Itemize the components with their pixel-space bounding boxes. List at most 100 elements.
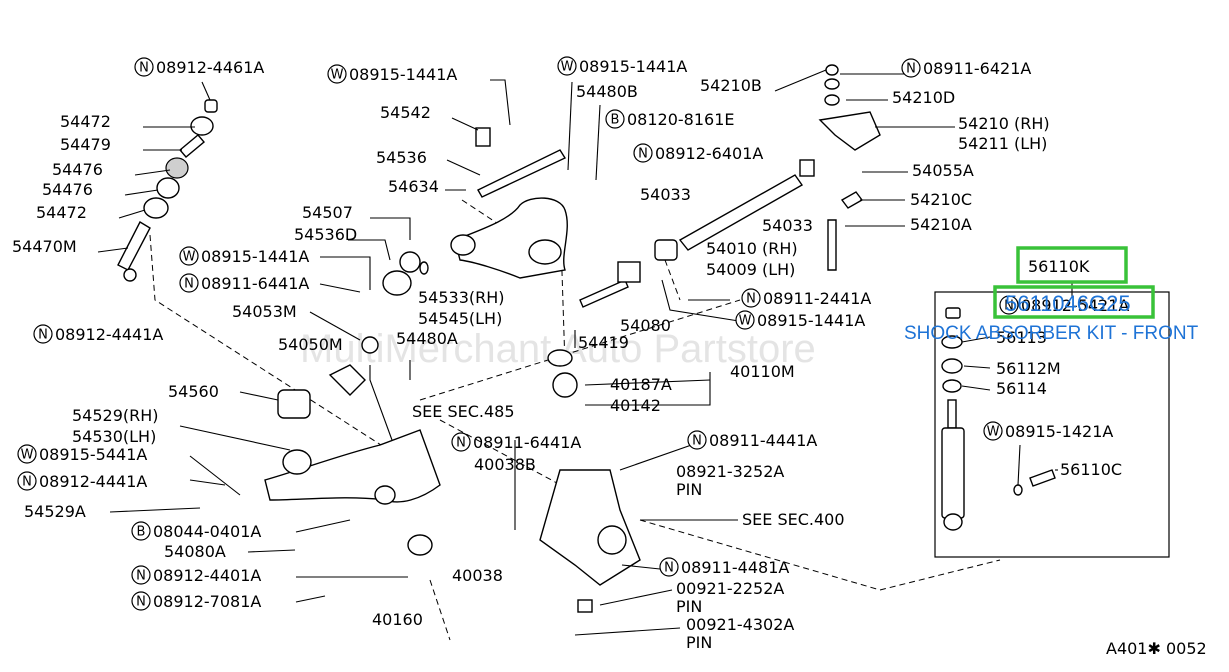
part-label[interactable]: 54542 (380, 103, 431, 122)
leader-lines (97, 69, 1073, 636)
part-label[interactable]: 54009 (LH) (706, 260, 795, 279)
part-label[interactable]: 54033 (762, 216, 813, 235)
part-label[interactable]: 54472 (36, 203, 87, 222)
part-label[interactable]: 54050M (278, 335, 343, 354)
part-label[interactable]: 54530(LH) (72, 427, 156, 446)
part-label[interactable]: 54033 (640, 185, 691, 204)
part-number-text: 08915-5441A (39, 445, 147, 464)
part-label[interactable]: 40142 (610, 396, 661, 415)
part-number-text: 54210C (910, 190, 972, 209)
part-label[interactable]: 54529(RH) (72, 406, 159, 425)
part-label[interactable]: SEE SEC.400 (742, 510, 845, 529)
part-label[interactable]: 54536 (376, 148, 427, 167)
part-number-text: 08911-4441A (709, 431, 817, 450)
prefix-letter: W (561, 60, 574, 75)
part-label[interactable]: 54560 (168, 382, 219, 401)
highlight-56110k[interactable]: 56110K (1016, 246, 1128, 284)
part-label[interactable]: 56114 (996, 379, 1047, 398)
part-label[interactable]: 54479 (60, 135, 111, 154)
part-label[interactable]: 54419 (578, 333, 629, 352)
part-label[interactable]: 00921-2252A (676, 579, 784, 598)
part-label[interactable]: 56113 (996, 328, 1047, 347)
prefix-circle (131, 521, 151, 541)
part-label[interactable]: 56112M (996, 359, 1061, 378)
part-number-text: 08912-4461A (156, 58, 264, 77)
prefix-circle (605, 109, 625, 129)
part-number-text: 54530(LH) (72, 427, 156, 446)
part-label[interactable]: 40187A (610, 375, 672, 394)
part-label[interactable]: 54529A (24, 502, 86, 521)
prefix-circle (179, 246, 199, 266)
part-number-text: 40142 (610, 396, 661, 415)
prefix-circle (33, 324, 53, 344)
prefix-letter: N (22, 475, 32, 490)
part-number-text: 40110M (730, 362, 795, 381)
part-number-text: 56110C (1060, 460, 1122, 479)
part-label[interactable]: 08921-3252A (676, 462, 784, 481)
prefix-circle (687, 430, 707, 450)
part-label[interactable]: 54211 (LH) (958, 134, 1047, 153)
part-label[interactable]: 40110M (730, 362, 795, 381)
prefix-letter: W (739, 314, 752, 329)
part-label[interactable]: 40038 (452, 566, 503, 585)
part-label[interactable]: 54210 (RH) (958, 114, 1050, 133)
part-label[interactable]: 54080A (164, 542, 226, 561)
part-number-text: PIN (676, 597, 702, 616)
part-label[interactable]: 54055A (912, 161, 974, 180)
part-label[interactable]: 54480B (576, 82, 638, 101)
overlay-part-number[interactable]: 5611046G25 (993, 285, 1155, 319)
part-number-text: 54033 (640, 185, 691, 204)
part-label[interactable]: 54634 (388, 177, 439, 196)
part-label[interactable]: 54470M (12, 237, 77, 256)
part-label[interactable]: 40038B (474, 455, 536, 474)
part-label[interactable]: 54545(LH) (418, 309, 502, 328)
part-label[interactable]: 54210D (892, 88, 955, 107)
part-label[interactable]: 54080 (620, 316, 671, 335)
part-label[interactable]: 54210A (910, 215, 972, 234)
part-label[interactable]: 54507 (302, 203, 353, 222)
part-label[interactable]: 54476 (42, 180, 93, 199)
part-label[interactable]: SEE SEC.485 (412, 402, 515, 421)
part-label[interactable]: 54210B (700, 76, 762, 95)
part-number-text: 08912-4441A (39, 472, 147, 491)
part-label[interactable]: N 08912-4441A (17, 471, 147, 491)
part-label[interactable]: PIN (686, 633, 712, 652)
prefix-letter: N (184, 277, 194, 292)
part-label[interactable]: 54472 (60, 112, 111, 131)
part-number-text: 54533(RH) (418, 288, 505, 307)
part-label[interactable]: 00921-4302A (686, 615, 794, 634)
part-label[interactable]: PIN (676, 480, 702, 499)
part-label[interactable]: 54480A (396, 329, 458, 348)
part-label[interactable]: 54053M (232, 302, 297, 321)
part-number-text: PIN (676, 480, 702, 499)
part-label[interactable]: 54210C (910, 190, 972, 209)
part-label[interactable]: 54476 (52, 160, 103, 179)
part-label[interactable]: 54536D (294, 225, 357, 244)
part-label[interactable]: 54533(RH) (418, 288, 505, 307)
part-label[interactable]: PIN (676, 597, 702, 616)
part-label[interactable]: 54010 (RH) (706, 239, 798, 258)
part-label[interactable]: 56110C (1060, 460, 1122, 479)
prefix-letter: N (664, 561, 674, 576)
part-label[interactable]: 40160 (372, 610, 423, 629)
